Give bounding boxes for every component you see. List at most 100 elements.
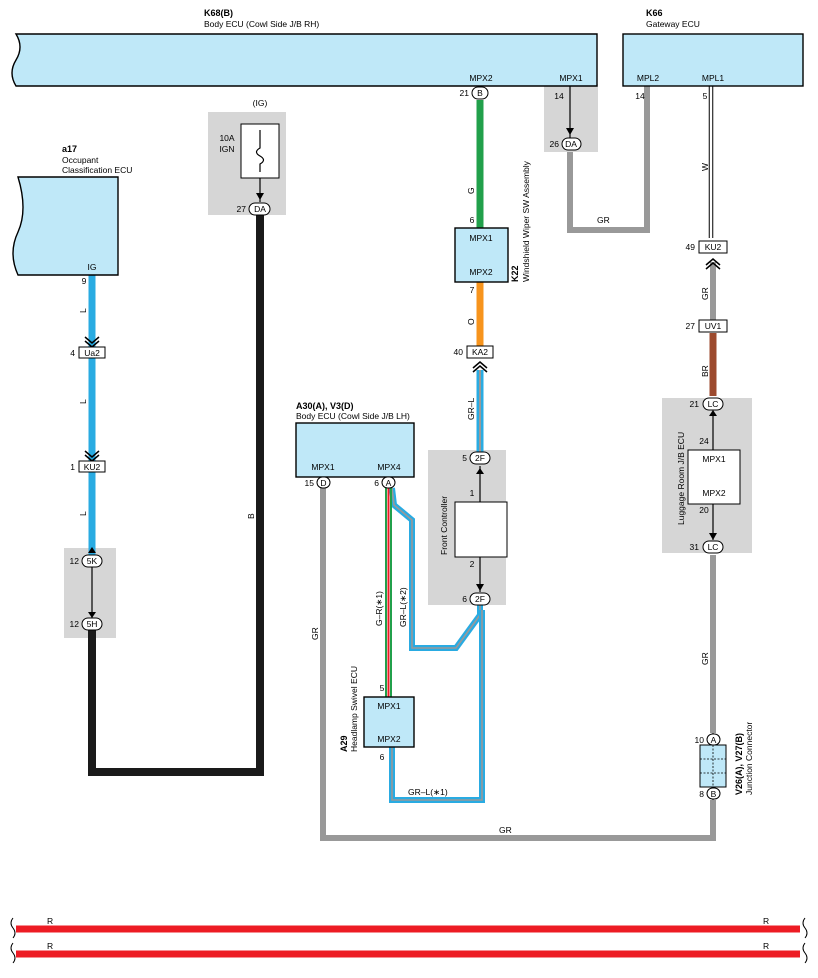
pin-lc-top: 21 bbox=[690, 399, 700, 409]
conn-uv1 bbox=[698, 319, 728, 333]
pin-fc-top: 1 bbox=[470, 488, 475, 498]
pin-k66-mpl1: 5 bbox=[703, 91, 708, 101]
k22-name: Windshield Wiper SW Assembly bbox=[521, 160, 531, 282]
pin-a30-a: 6 bbox=[374, 478, 379, 488]
k22-pin-mpx2: MPX2 bbox=[469, 267, 492, 277]
pin-ka2: 40 bbox=[454, 347, 464, 357]
conn-ku2-left-id: KU2 bbox=[84, 462, 101, 472]
conn-lc-top bbox=[702, 397, 724, 411]
k68-pin-mpx1: MPX1 bbox=[559, 73, 582, 83]
label-r2-left: R bbox=[47, 941, 53, 951]
conn-2f-top bbox=[469, 451, 491, 465]
pin-luggage-top: 24 bbox=[699, 436, 709, 446]
conn-ku2-left bbox=[78, 460, 106, 473]
k66-gateway-ecu-box bbox=[622, 33, 804, 87]
v26-code: V26(A), V27(B) bbox=[734, 733, 744, 795]
conn-da-top bbox=[561, 137, 582, 151]
conn-d-a30 bbox=[316, 476, 331, 489]
conn-ka2 bbox=[466, 345, 494, 359]
pin-5k: 12 bbox=[70, 556, 80, 566]
front-controller-box bbox=[454, 501, 508, 558]
conn-a-junction-id: A bbox=[711, 735, 717, 745]
label-l1: L bbox=[78, 308, 88, 313]
label-r2-right: R bbox=[763, 941, 769, 951]
k68-pin-mpx2: MPX2 bbox=[469, 73, 492, 83]
luggage-jb-box bbox=[687, 449, 741, 505]
pin-k68-b: 21 bbox=[460, 88, 470, 98]
k66-name: Gateway ECU bbox=[646, 19, 700, 29]
conn-5k-id: 5K bbox=[87, 556, 98, 566]
conn-2f-bottom-id: 2F bbox=[475, 594, 485, 604]
k68-name: Body ECU (Cowl Side J/B RH) bbox=[204, 19, 319, 29]
pin-ku2-left: 1 bbox=[70, 462, 75, 472]
luggage-pin-mpx2: MPX2 bbox=[702, 488, 725, 498]
label-gr-l2: GR–L(∗2) bbox=[398, 587, 408, 627]
bus-break-marks bbox=[10, 917, 808, 964]
luggage-name: Luggage Room J/B ECU bbox=[676, 432, 686, 525]
wire-b bbox=[88, 215, 264, 776]
conn-b-k68 bbox=[471, 86, 489, 100]
k22-pin-mpx1: MPX1 bbox=[469, 233, 492, 243]
conn-a-a30 bbox=[381, 476, 396, 489]
pin-a17-ig: 9 bbox=[82, 276, 87, 286]
a29-pin-mpx2: MPX2 bbox=[377, 734, 400, 744]
a17-code: a17 bbox=[62, 144, 77, 154]
a30-name: Body ECU (Cowl Side J/B LH) bbox=[296, 411, 410, 421]
label-g: G bbox=[466, 187, 476, 194]
label-gr-left: GR bbox=[310, 627, 320, 640]
label-gr-bottom: GR bbox=[499, 825, 512, 835]
k68-body-ecu-box bbox=[11, 33, 598, 87]
label-r1-left: R bbox=[47, 916, 53, 926]
label-gr-lower-right: GR bbox=[700, 652, 710, 665]
k22-wiper-sw-box bbox=[454, 227, 509, 283]
conn-uv1-id: UV1 bbox=[705, 321, 722, 331]
label-o: O bbox=[466, 318, 476, 325]
pin-2f-bottom: 6 bbox=[462, 594, 467, 604]
a30-code: A30(A), V3(D) bbox=[296, 401, 354, 411]
conn-2f-top-id: 2F bbox=[475, 453, 485, 463]
wire-gr-top bbox=[567, 86, 650, 233]
fuse-icon bbox=[255, 130, 265, 172]
pin-2f-top: 5 bbox=[462, 453, 467, 463]
label-l3: L bbox=[78, 511, 88, 516]
pin-v-a: 10 bbox=[695, 735, 705, 745]
pin-luggage-bottom: 20 bbox=[699, 505, 709, 515]
pin-mpx1-src: 14 bbox=[554, 91, 564, 101]
conn-ua2-id: Ua2 bbox=[84, 348, 100, 358]
a30-pin-mpx1: MPX1 bbox=[311, 462, 334, 472]
pin-v-b: 8 bbox=[699, 789, 704, 799]
conn-a-junction bbox=[706, 733, 721, 746]
k68-code: K68(B) bbox=[204, 8, 233, 18]
label-br: BR bbox=[700, 365, 710, 377]
fuse-name: IGN bbox=[219, 144, 234, 154]
a29-name: Headlamp Swivel ECU bbox=[349, 666, 359, 752]
pin-ua2: 4 bbox=[70, 348, 75, 358]
k22-code: K22 bbox=[510, 265, 520, 282]
label-l2: L bbox=[78, 399, 88, 404]
conn-da-top-id: DA bbox=[565, 139, 577, 149]
wire-gr-l-twisted bbox=[389, 370, 485, 803]
conn-da-fuse bbox=[248, 202, 271, 216]
pin-ku2-right: 49 bbox=[686, 242, 696, 252]
pin-k22-top: 6 bbox=[470, 215, 475, 225]
a29-pin-mpx1: MPX1 bbox=[377, 701, 400, 711]
conn-a-a30-id: A bbox=[386, 478, 392, 488]
label-r1-right: R bbox=[763, 916, 769, 926]
conn-5h-id: 5H bbox=[87, 619, 98, 629]
k66-pin-mpl1: MPL1 bbox=[702, 73, 724, 83]
conn-b-k68-id: B bbox=[477, 88, 483, 98]
pin-a29-top: 5 bbox=[380, 683, 385, 693]
k66-code: K66 bbox=[646, 8, 663, 18]
a17-occupant-ecu-box bbox=[12, 176, 119, 276]
arrow-marks bbox=[88, 128, 717, 618]
conn-5h bbox=[81, 617, 103, 631]
v26-name: Junction Connector bbox=[744, 722, 754, 795]
label-gr-right: GR bbox=[700, 287, 710, 300]
a17-name-line1: Occupant bbox=[62, 155, 99, 165]
pin-da-fuse: 27 bbox=[237, 204, 247, 214]
conn-ka2-id: KA2 bbox=[472, 347, 488, 357]
pin-a29-bottom: 6 bbox=[380, 752, 385, 762]
pin-k22-bottom: 7 bbox=[470, 285, 475, 295]
conn-d-a30-id: D bbox=[320, 478, 326, 488]
